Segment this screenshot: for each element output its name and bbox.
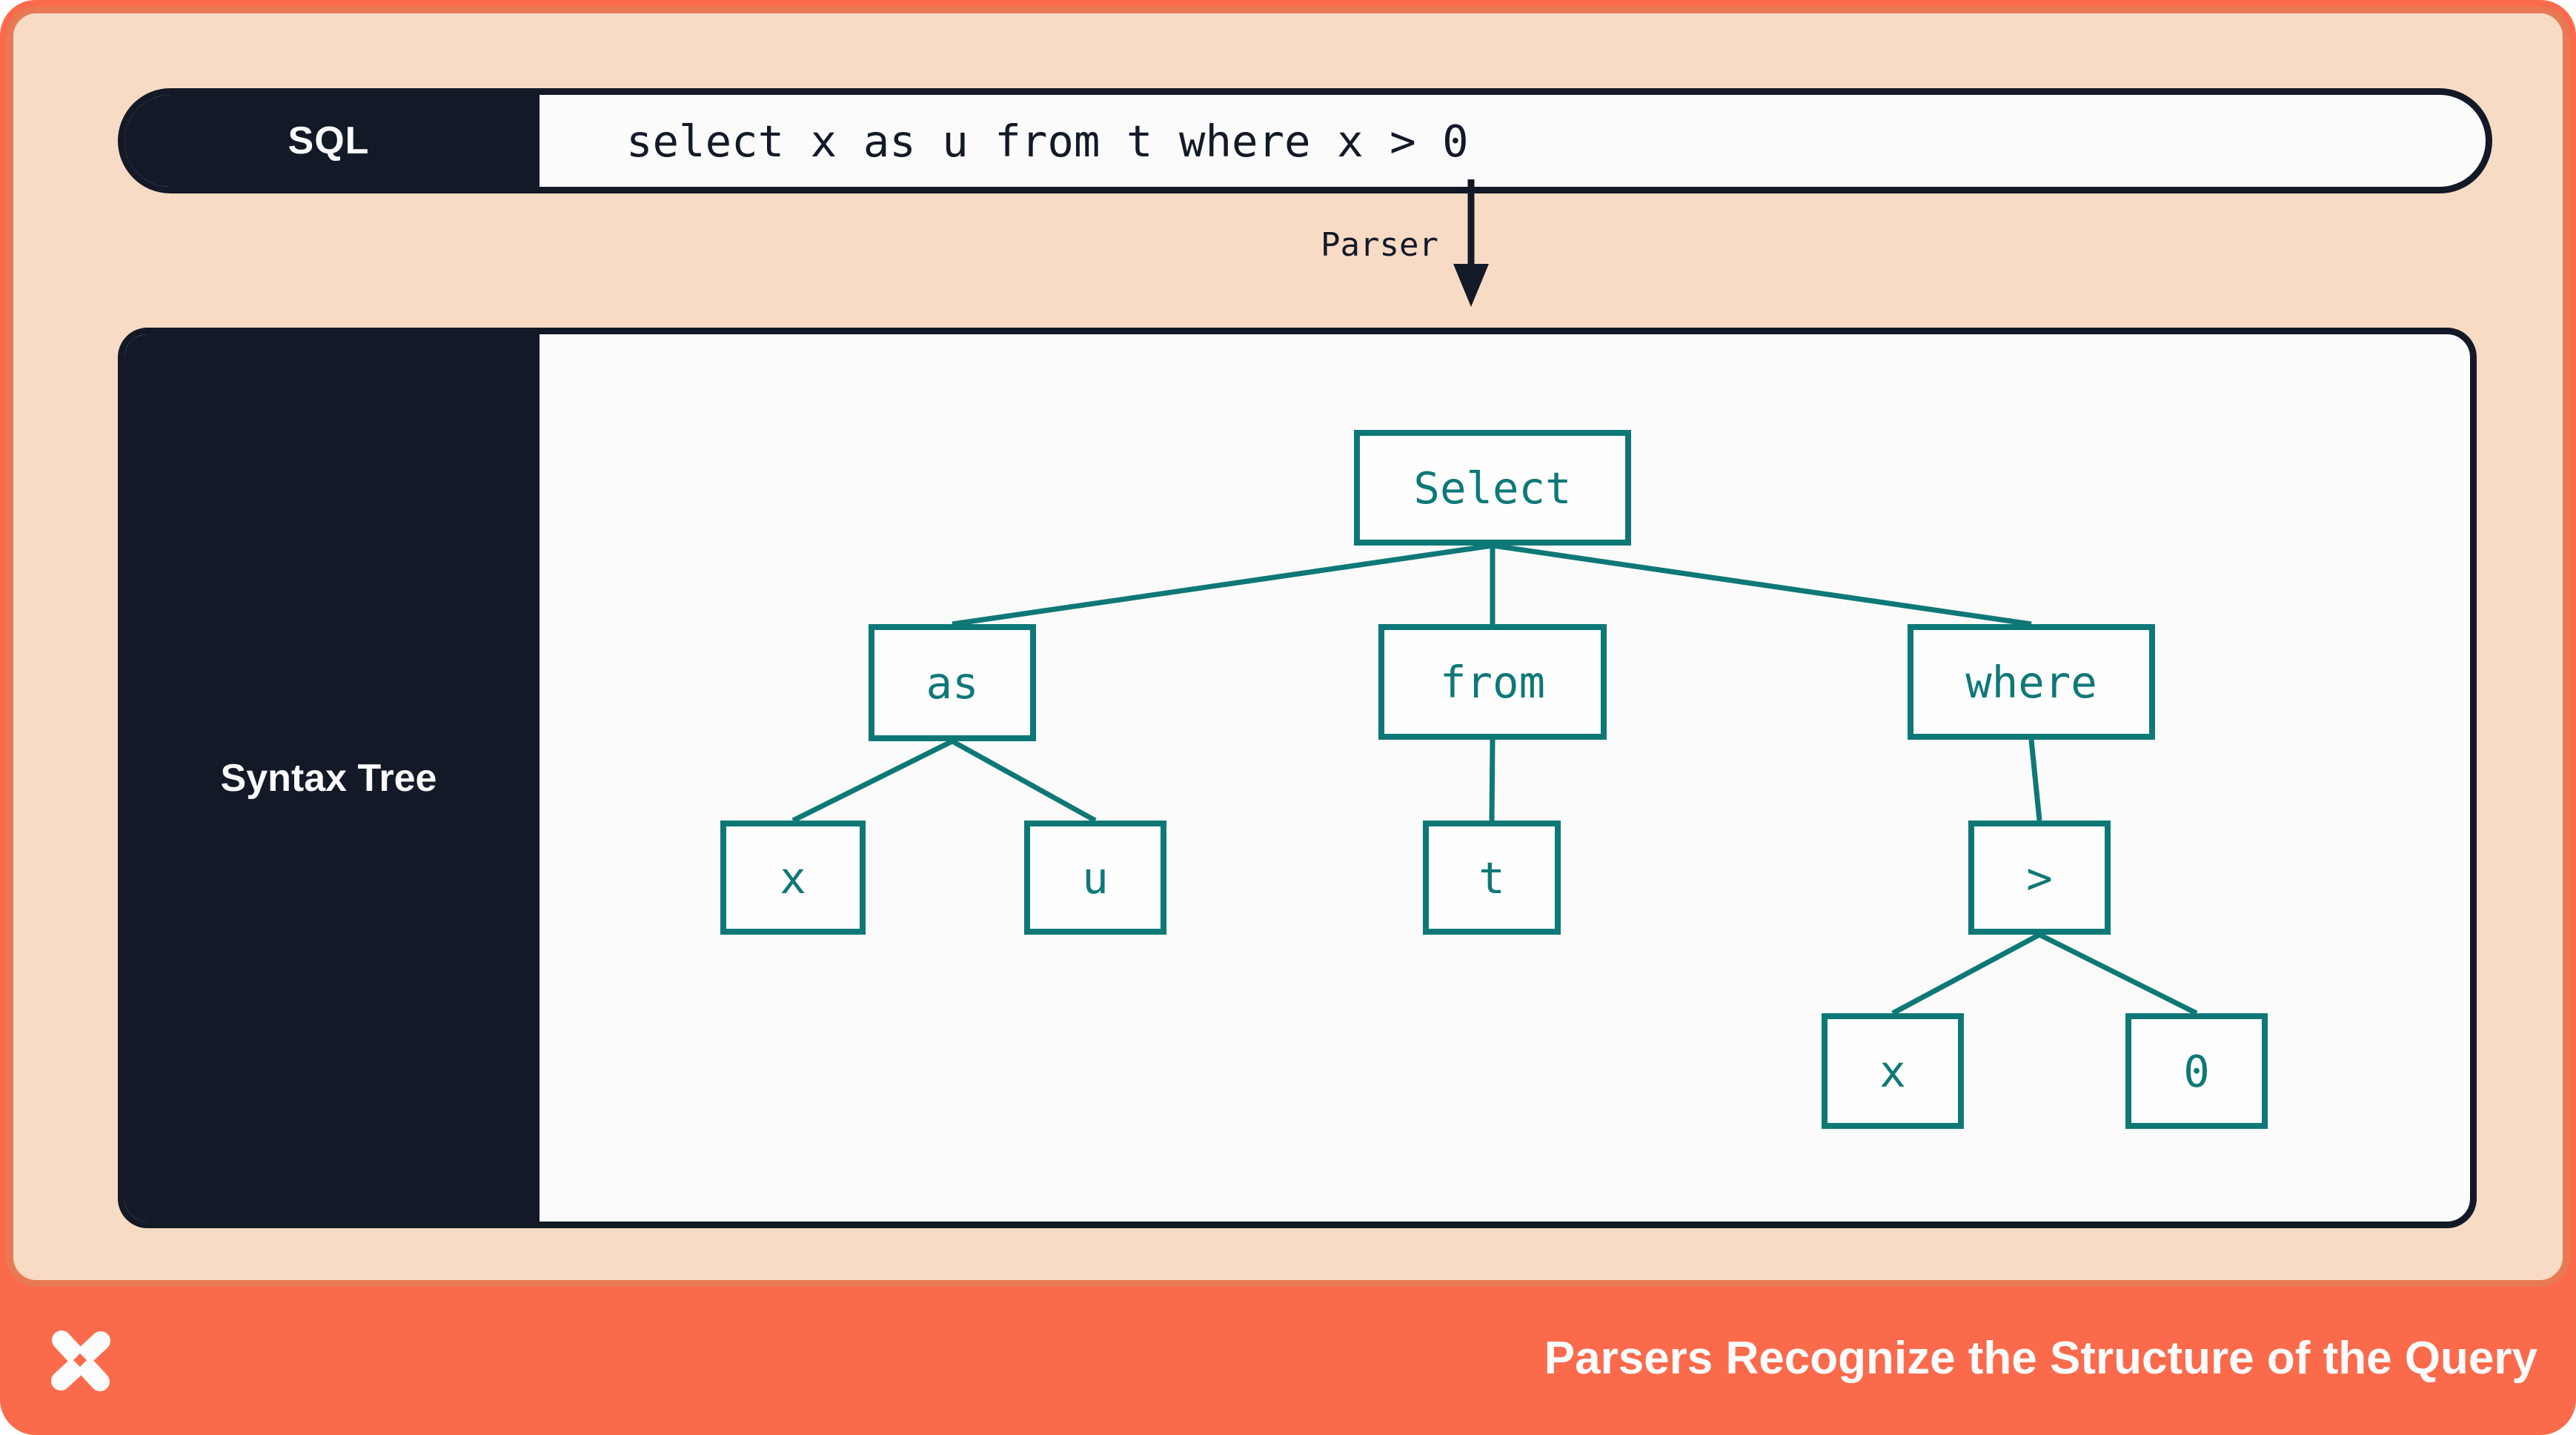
- sql-query-text: select x as u from t where x > 0: [626, 115, 1469, 167]
- tree-node-as: as: [869, 624, 1036, 741]
- content-card: SQL select x as u from t where x > 0 Syn…: [7, 7, 2569, 1287]
- tree-node-where: where: [1908, 624, 2155, 740]
- syntax-tree-sidebar: Syntax Tree: [125, 334, 540, 1222]
- tree-node-t: t: [1423, 821, 1561, 935]
- sql-bar: SQL select x as u from t where x > 0: [118, 88, 2492, 193]
- tree-node-x1: x: [720, 821, 866, 935]
- tree-edge: [2028, 739, 2042, 821]
- tree-edge: [951, 738, 1097, 823]
- sql-bar-label-section: SQL: [125, 95, 540, 187]
- parser-label: Parser: [1321, 226, 1438, 264]
- sql-bar-label: SQL: [288, 119, 370, 162]
- dolt-pinwheel-logo-icon: [43, 1323, 117, 1397]
- tree-edge: [952, 543, 1493, 627]
- tree-edges: [791, 543, 2198, 1016]
- tree-node-from: from: [1378, 624, 1607, 740]
- tree-node-gt: >: [1968, 821, 2111, 935]
- tree-node-u: u: [1024, 821, 1166, 935]
- tree-edge: [2038, 932, 2198, 1016]
- tree-node-x2: x: [1822, 1013, 1964, 1129]
- tree-edge: [1891, 932, 2041, 1016]
- tree-edge: [1492, 543, 2032, 627]
- tree-node-zero: 0: [2125, 1013, 2268, 1129]
- syntax-tree-label: Syntax Tree: [220, 756, 437, 800]
- arrow-down-icon: [1453, 179, 1489, 307]
- footer-caption: Parsers Recognize the Structure of the Q…: [1544, 1333, 2537, 1384]
- tree-edge: [791, 738, 954, 823]
- tree-edge: [1489, 739, 1496, 821]
- tree-node-select: Select: [1354, 430, 1631, 546]
